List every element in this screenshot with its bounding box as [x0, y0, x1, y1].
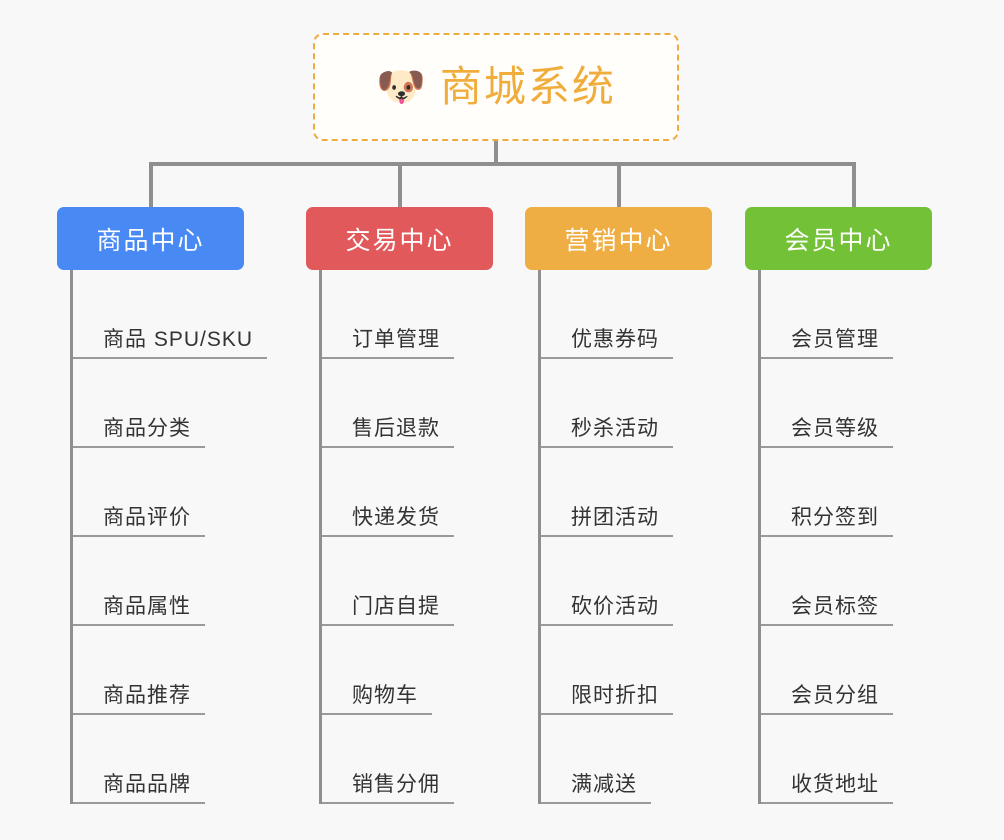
category-label: 会员中心	[784, 226, 893, 255]
shiba-dog-icon: 🐶	[376, 65, 426, 109]
leaf-item-label: 限时折扣	[541, 684, 673, 715]
leaf-item-label: 商品分类	[73, 417, 205, 448]
leaf-item-label: 会员分组	[761, 684, 893, 715]
leaf-item[interactable]: 砍价活动	[541, 537, 712, 626]
leaf-item-label: 订单管理	[322, 328, 454, 359]
leaf-item[interactable]: 门店自提	[322, 537, 493, 626]
connector-drop-1	[149, 162, 153, 208]
root-title: 商城系统	[439, 63, 616, 110]
leaf-item-label: 快递发货	[322, 506, 454, 537]
leaf-item[interactable]: 商品评价	[73, 448, 244, 537]
leaf-item[interactable]: 满减送	[541, 715, 712, 804]
leaf-item[interactable]: 秒杀活动	[541, 359, 712, 448]
leaf-item[interactable]: 会员管理	[761, 270, 932, 359]
column-product-center: 商品中心商品 SPU/SKU 商品分类商品评价商品属性商品推荐商品品牌	[57, 207, 268, 804]
leaf-item[interactable]: 商品推荐	[73, 626, 244, 715]
category-box-trade-center[interactable]: 交易中心	[306, 207, 493, 270]
leaf-item[interactable]: 商品品牌	[73, 715, 244, 804]
leaf-list-member-center: 会员管理会员等级积分签到会员标签会员分组收货地址	[758, 270, 932, 804]
leaf-list-marketing-center: 优惠券码秒杀活动拼团活动砍价活动限时折扣满减送	[538, 270, 712, 804]
leaf-item[interactable]: 商品 SPU/SKU	[73, 270, 268, 359]
leaf-item-label: 会员等级	[761, 417, 893, 448]
leaf-item[interactable]: 快递发货	[322, 448, 493, 537]
leaf-item-label: 会员管理	[761, 328, 893, 359]
leaf-item[interactable]: 收货地址	[761, 715, 932, 804]
leaf-item-label: 优惠券码	[541, 328, 673, 359]
leaf-item[interactable]: 商品分类	[73, 359, 244, 448]
leaf-item-label: 商品属性	[73, 595, 205, 626]
leaf-list-trade-center: 订单管理售后退款快递发货门店自提购物车销售分佣	[319, 270, 493, 804]
connector-drop-3	[617, 162, 621, 208]
category-label: 商品中心	[96, 226, 205, 255]
connector-horizontal-bar	[149, 162, 856, 166]
leaf-item-label: 购物车	[322, 684, 432, 715]
column-trade-center: 交易中心订单管理售后退款快递发货门店自提购物车销售分佣	[306, 207, 493, 804]
leaf-item[interactable]: 限时折扣	[541, 626, 712, 715]
leaf-item[interactable]: 积分签到	[761, 448, 932, 537]
category-box-member-center[interactable]: 会员中心	[745, 207, 932, 270]
leaf-item-label: 秒杀活动	[541, 417, 673, 448]
leaf-item-label: 会员标签	[761, 595, 893, 626]
leaf-item-label: 商品品牌	[73, 773, 205, 804]
leaf-item[interactable]: 订单管理	[322, 270, 493, 359]
leaf-item-label: 砍价活动	[541, 595, 673, 626]
leaf-item-label: 收货地址	[761, 773, 893, 804]
column-marketing-center: 营销中心优惠券码秒杀活动拼团活动砍价活动限时折扣满减送	[525, 207, 712, 804]
connector-root-stem	[494, 141, 498, 164]
category-label: 交易中心	[345, 226, 454, 255]
connector-drop-4	[852, 162, 856, 208]
leaf-item[interactable]: 会员标签	[761, 537, 932, 626]
leaf-item[interactable]: 拼团活动	[541, 448, 712, 537]
leaf-item-label: 满减送	[541, 773, 651, 804]
leaf-item[interactable]: 售后退款	[322, 359, 493, 448]
column-member-center: 会员中心会员管理会员等级积分签到会员标签会员分组收货地址	[745, 207, 932, 804]
leaf-item-label: 积分签到	[761, 506, 893, 537]
leaf-item-label: 商品 SPU/SKU	[73, 328, 268, 359]
category-box-marketing-center[interactable]: 营销中心	[525, 207, 712, 270]
connector-drop-2	[398, 162, 402, 208]
leaf-item[interactable]: 购物车	[322, 626, 493, 715]
leaf-item[interactable]: 销售分佣	[322, 715, 493, 804]
leaf-item-label: 销售分佣	[322, 773, 454, 804]
leaf-item[interactable]: 会员分组	[761, 626, 932, 715]
leaf-item[interactable]: 优惠券码	[541, 270, 712, 359]
leaf-item-label: 拼团活动	[541, 506, 673, 537]
category-label: 营销中心	[564, 226, 673, 255]
leaf-item-label: 商品推荐	[73, 684, 205, 715]
leaf-item[interactable]: 会员等级	[761, 359, 932, 448]
category-box-product-center[interactable]: 商品中心	[57, 207, 244, 270]
leaf-item-label: 门店自提	[322, 595, 454, 626]
leaf-item[interactable]: 商品属性	[73, 537, 244, 626]
root-node[interactable]: 🐶 商城系统	[313, 33, 679, 141]
leaf-list-product-center: 商品 SPU/SKU 商品分类商品评价商品属性商品推荐商品品牌	[70, 270, 268, 804]
leaf-item-label: 售后退款	[322, 417, 454, 448]
leaf-item-label: 商品评价	[73, 506, 205, 537]
